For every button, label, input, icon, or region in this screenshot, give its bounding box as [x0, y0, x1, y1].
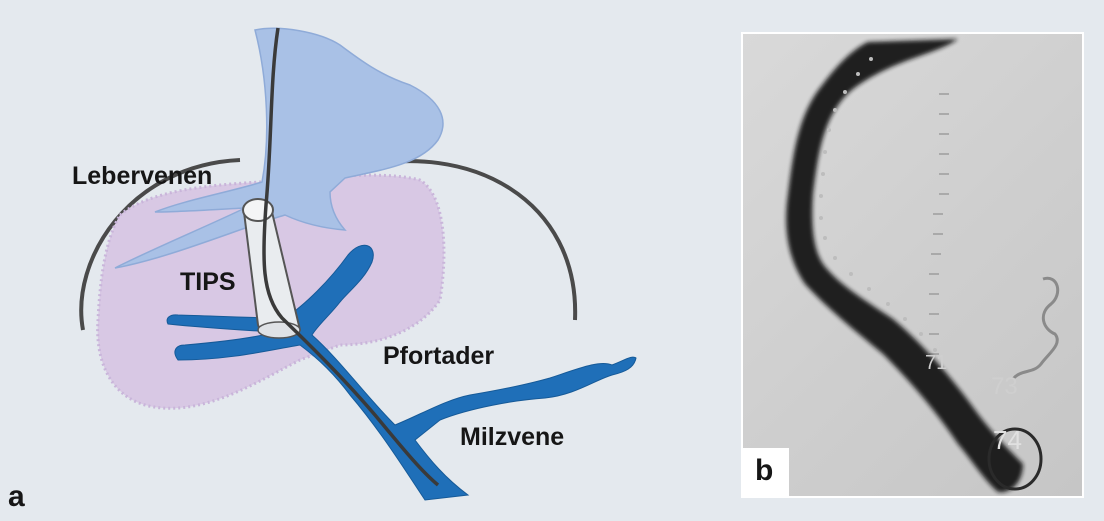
ruler-ticks — [929, 94, 949, 354]
label-portal-vein: Pfortader — [383, 342, 494, 371]
scale-number-73: 73 — [991, 373, 1018, 400]
contrast-filled-stent — [786, 39, 1023, 492]
label-tips: TIPS — [180, 268, 236, 297]
panel-a-letter: a — [8, 480, 25, 514]
scale-number-71: 71 — [925, 352, 947, 374]
collateral-vessel — [1013, 278, 1058, 379]
panel-b-letter-box: b — [743, 448, 789, 496]
angiogram-image: 71 73 74 — [743, 34, 1084, 498]
panel-b-letter: b — [755, 454, 773, 488]
label-hepatic-veins: Lebervenen — [72, 162, 212, 191]
panel-b-angiogram: 71 73 74 b — [741, 32, 1084, 498]
label-splenic-vein: Milzvene — [460, 423, 564, 452]
scale-number-74: 74 — [993, 425, 1022, 455]
